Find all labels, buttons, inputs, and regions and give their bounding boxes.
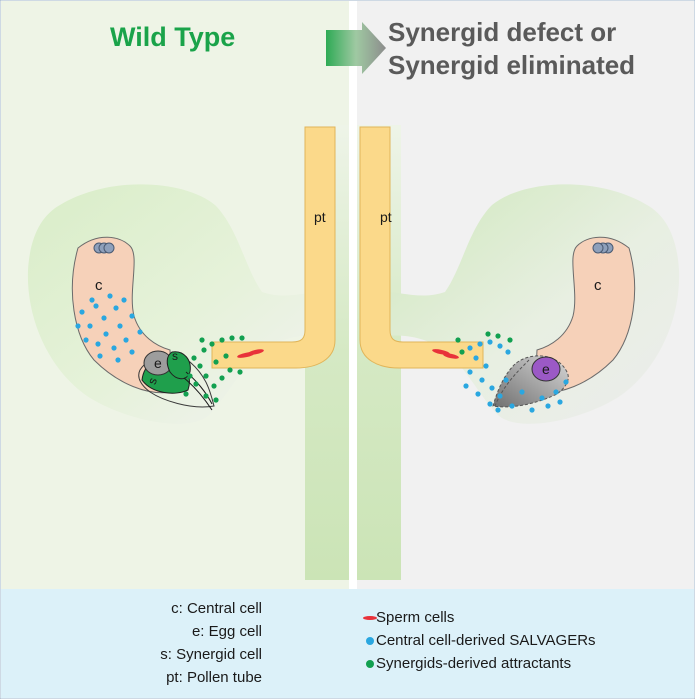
synergid-cell-left-upper xyxy=(166,351,191,380)
legend-attractant-row: Synergids-derived attractants xyxy=(356,652,596,675)
panel-divider xyxy=(349,1,357,589)
egg-cell-label-right: e xyxy=(542,361,550,377)
central-cell-right xyxy=(534,236,636,394)
legend-abbreviations: c: Central cell e: Egg cell s: Synergid … xyxy=(0,597,262,689)
filiform-line xyxy=(183,377,213,411)
legend-central-cell: c: Central cell xyxy=(171,600,262,617)
pollen-tube-label-right: pt xyxy=(380,209,392,225)
mutant-title-line2: Synergid eliminated xyxy=(388,50,636,80)
legend-synergid-cell: s: Synergid cell xyxy=(160,646,262,663)
wild-type-title: Wild Type xyxy=(110,22,236,52)
synergid-label-upper: s xyxy=(172,349,178,363)
pollen-tube-label-left: pt xyxy=(314,209,326,225)
pollen-tube-right xyxy=(359,126,484,369)
legend-attractant-label: Synergids-derived attractants xyxy=(376,655,572,672)
attractant-dots-left xyxy=(183,335,245,403)
sperm-cell xyxy=(443,353,459,359)
salvager-dots-right xyxy=(463,339,569,413)
central-cell-label-left: c xyxy=(95,277,103,294)
antipodal-cell xyxy=(592,242,604,254)
salvager-dots-left xyxy=(75,293,143,363)
legend-pollen-tube: pt: Pollen tube xyxy=(166,669,262,686)
egg-cell-right xyxy=(531,356,561,382)
central-cell-left xyxy=(71,236,173,394)
legend-panel xyxy=(1,589,694,698)
legend-egg-cell: e: Egg cell xyxy=(191,623,262,640)
transition-arrow-icon xyxy=(326,22,386,74)
legend-sperm-label: Sperm cells xyxy=(376,609,455,626)
egg-cell-label-left: e xyxy=(154,355,162,371)
attractant-dots-right xyxy=(455,331,513,355)
synergid-label-lower: s xyxy=(145,376,160,386)
pollen-tube-left xyxy=(211,126,336,369)
sperm-cell xyxy=(248,349,264,355)
legend-sperm-row: Sperm cells xyxy=(356,606,596,629)
mutant-title-line1: Synergid defect or xyxy=(388,17,617,47)
legend-sperm-marker xyxy=(363,616,377,620)
legend-symbols: Sperm cells Central cell-derived SALVAGE… xyxy=(356,606,596,675)
legend-salvager-row: Central cell-derived SALVAGERs xyxy=(356,629,596,652)
legend-attractant-marker xyxy=(366,660,374,668)
legend-salvager-marker xyxy=(366,637,374,645)
mutant-title: Synergid defect or Synergid eliminated xyxy=(388,16,635,82)
wild-type-ovule xyxy=(27,184,322,424)
legend-salvager-label: Central cell-derived SALVAGERs xyxy=(376,632,596,649)
filiform-line xyxy=(494,359,530,407)
antipodal-cell xyxy=(103,242,115,254)
mutant-ovule xyxy=(385,184,680,424)
central-cell-label-right: c xyxy=(594,277,602,294)
